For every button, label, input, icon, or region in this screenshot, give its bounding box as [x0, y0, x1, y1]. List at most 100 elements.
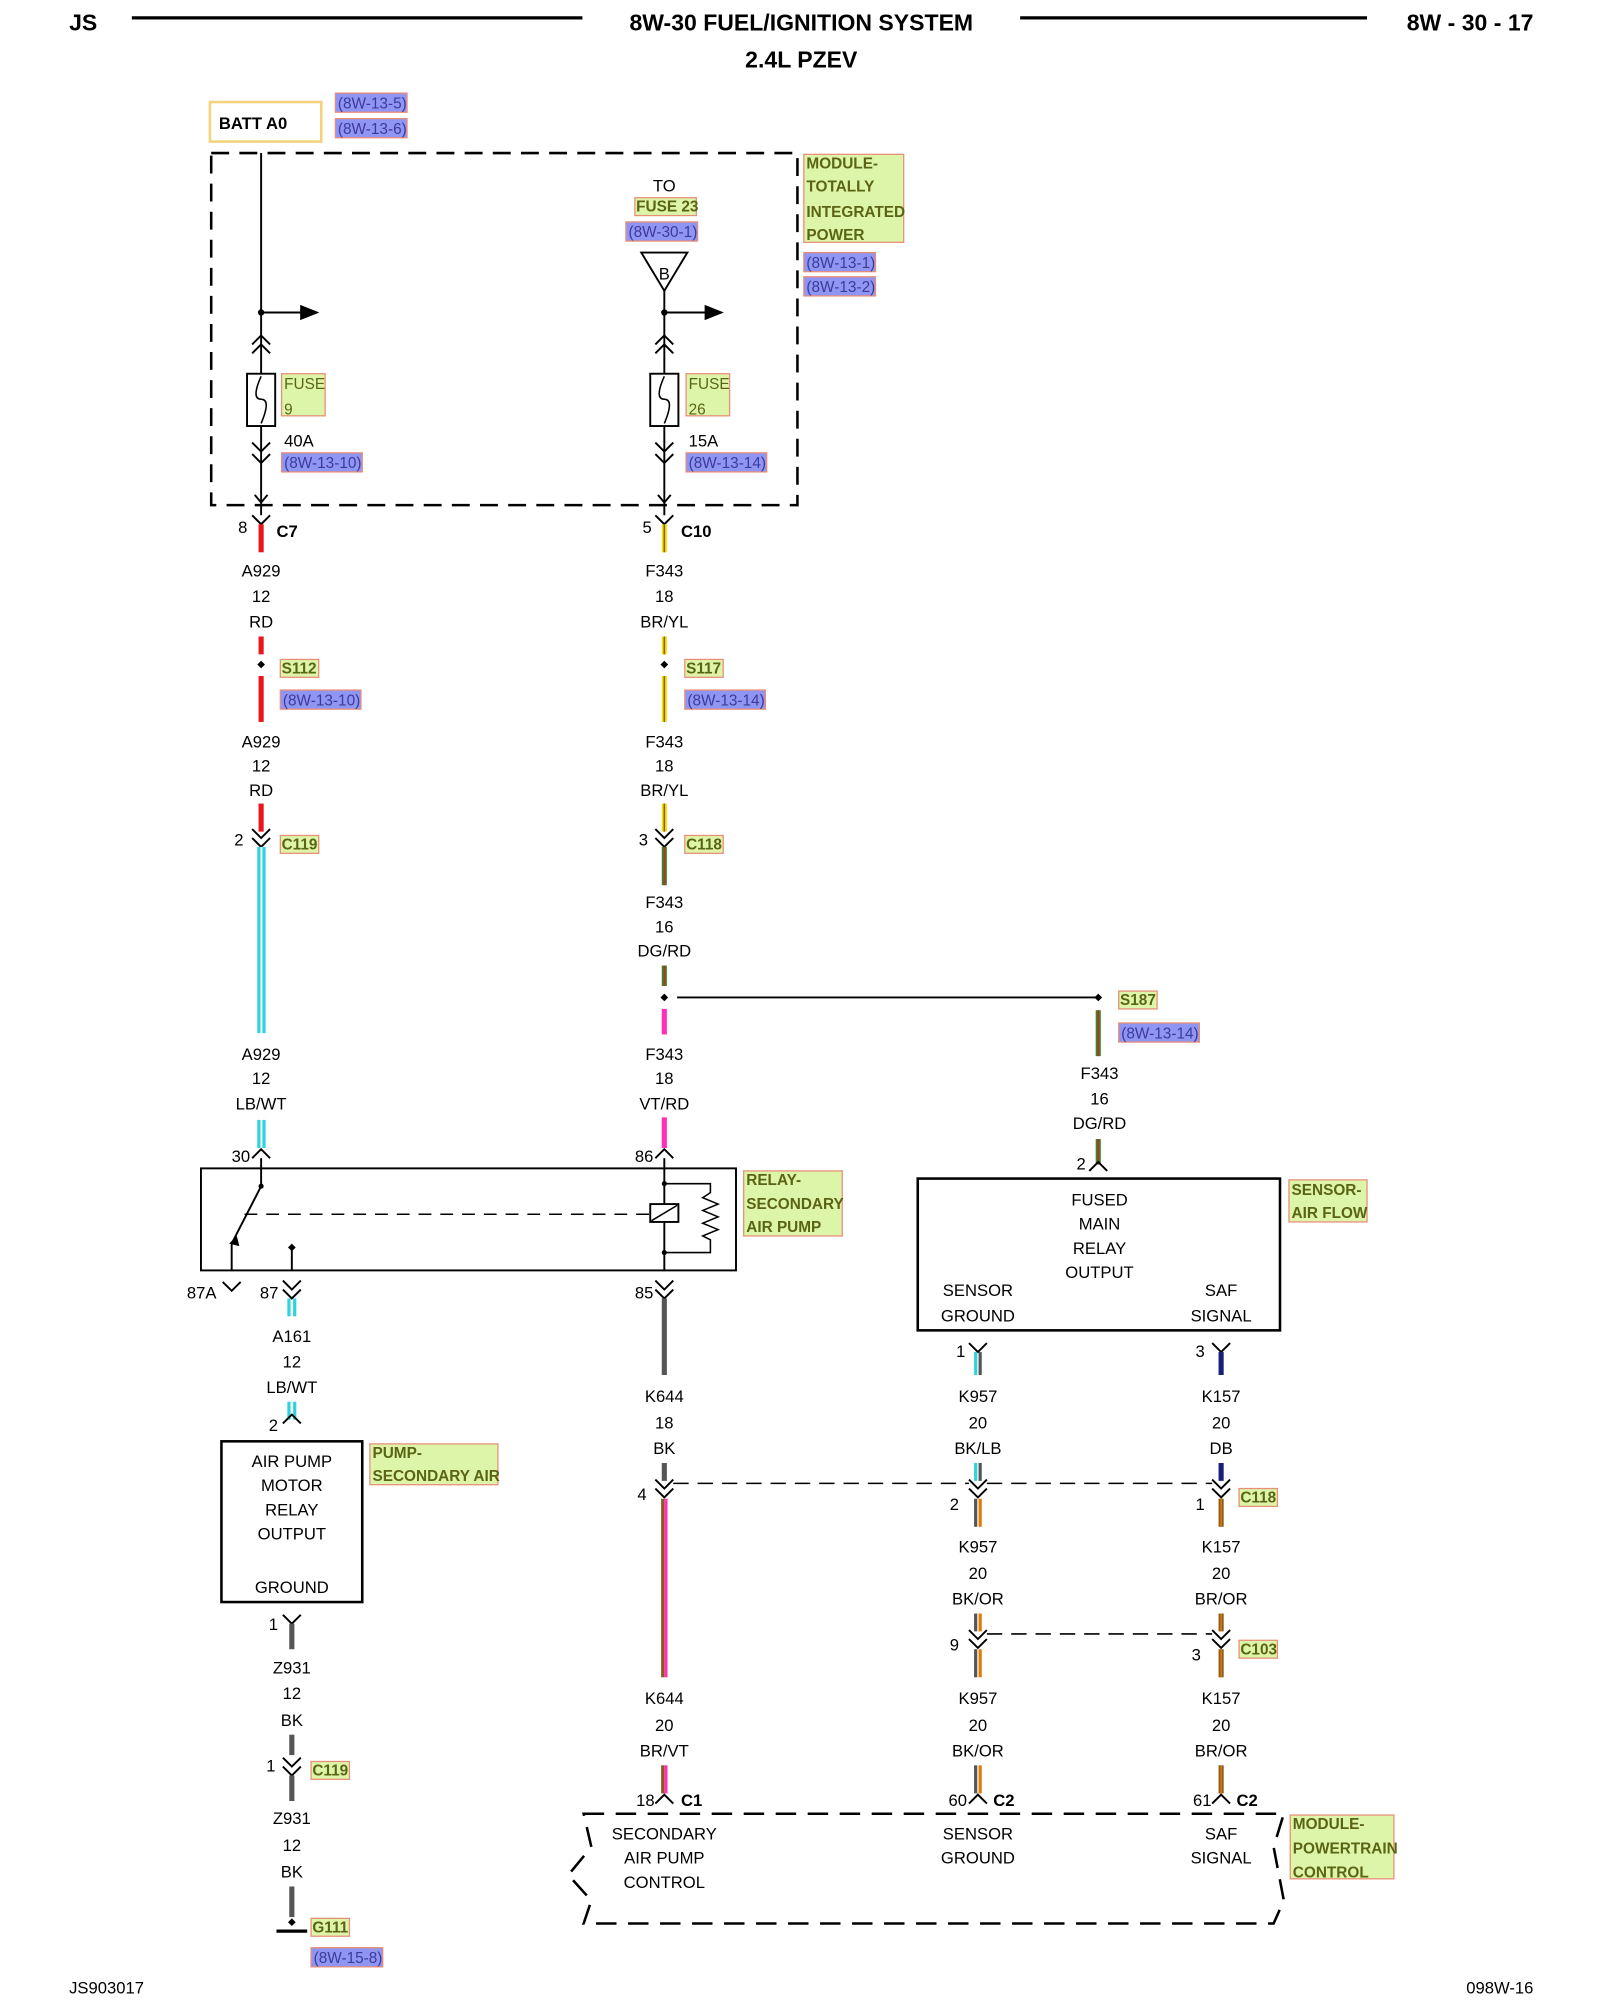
k644-1-circuit: K644 [645, 1387, 684, 1406]
saf-text-1: FUSED [1071, 1190, 1127, 1209]
c103-name: C103 [1240, 1641, 1277, 1658]
saf-label-1: SENSOR- [1292, 1182, 1362, 1199]
splice-s117 [660, 660, 669, 669]
k957-3-circuit: K957 [958, 1689, 997, 1708]
pcm-mid-2: GROUND [941, 1849, 1015, 1868]
connector-b-triangle [639, 251, 690, 293]
s187-ref[interactable]: (8W-13-14) [1121, 1025, 1198, 1042]
footer-left: JS903017 [69, 1979, 144, 1998]
tipm-label-2: TOTALLY [806, 178, 874, 195]
k157-1-circuit: K157 [1202, 1387, 1241, 1406]
f343-3-circuit: F343 [645, 893, 683, 912]
f343-3-color: DG/RD [638, 942, 692, 961]
connector-c119-b [282, 1756, 302, 1777]
pump-text-2: MOTOR [261, 1476, 323, 1495]
wire-a929-lbwt [257, 846, 261, 1034]
pump-label-2: SECONDARY AIR [372, 1468, 499, 1485]
pcm-label-1: MODULE- [1293, 1816, 1365, 1833]
tipm-ref-2[interactable]: (8W-13-2) [806, 279, 875, 296]
f343-4-color: VT/RD [639, 1095, 689, 1114]
tipm-ref-1[interactable]: (8W-13-1) [806, 255, 875, 272]
c118a-pin: 3 [639, 831, 648, 850]
k157-1-color: DB [1210, 1439, 1233, 1458]
page-subtitle: 2.4L PZEV [745, 47, 858, 73]
fuse9-name: FUSE [284, 376, 325, 393]
pcm-label-2: POWERTRAIN [1293, 1840, 1398, 1857]
tipm-label-3: INTEGRATED [806, 204, 905, 221]
connector-c103-k157 [1211, 1629, 1231, 1650]
batt-box [208, 100, 323, 143]
pump-secondary-air [220, 1440, 364, 1604]
a929-1-color: RD [249, 613, 273, 632]
saf-label-2: AIR FLOW [1292, 1205, 1368, 1222]
saf-pin-3: 3 [1196, 1342, 1205, 1361]
z931-1-gauge: 12 [283, 1684, 302, 1703]
pcm-c2a-pin: 60 [948, 1791, 967, 1810]
relay-pin-85: 85 [635, 1283, 654, 1302]
batt-ref-1[interactable]: (8W-13-5) [338, 95, 407, 112]
fuse26-number: 26 [689, 402, 706, 419]
pcm-c2b-name: C2 [1236, 1791, 1257, 1810]
pcm-label-3: CONTROL [1293, 1865, 1369, 1882]
s112-ref[interactable]: (8W-13-10) [283, 692, 360, 709]
k957-1-gauge: 20 [969, 1414, 988, 1433]
f343-1-color: BR/YL [640, 613, 688, 632]
c118b-pin-k157: 1 [1196, 1495, 1205, 1514]
s117-ref[interactable]: (8W-13-14) [687, 692, 764, 709]
k957-3-gauge: 20 [969, 1716, 988, 1735]
to-fuse-ref[interactable]: (8W-30-1) [628, 224, 697, 241]
pump-ground: GROUND [255, 1578, 329, 1597]
c119a-pin: 2 [234, 831, 243, 850]
z931-2-color: BK [281, 1863, 303, 1882]
relay-pin-87: 87 [260, 1283, 279, 1302]
fuse26-symbol [649, 372, 680, 427]
k957-1-color: BK/LB [954, 1439, 1001, 1458]
pcm-right-1: SAF [1205, 1824, 1237, 1843]
pcm-right-2: SIGNAL [1191, 1849, 1252, 1868]
batt-ref-2[interactable]: (8W-13-6) [338, 121, 407, 138]
saf-text-2: MAIN [1079, 1215, 1121, 1234]
to-label: TO [653, 176, 676, 195]
f343-1-circuit: F343 [645, 562, 683, 581]
f343-5-gauge: 16 [1090, 1090, 1109, 1109]
g111-ref[interactable]: (8W-15-8) [314, 1950, 383, 1967]
fuse9-ref[interactable]: (8W-13-10) [284, 455, 361, 472]
fuse9-number: 9 [284, 402, 293, 419]
k157-3-circuit: K157 [1202, 1689, 1241, 1708]
connector-b-label: B [659, 264, 670, 283]
pump-pin-1: 1 [269, 1615, 278, 1634]
s117-name: S117 [686, 660, 721, 677]
pcm-left-3: CONTROL [624, 1873, 705, 1892]
k957-3-color: BK/OR [952, 1741, 1004, 1760]
connector-c119-a [251, 828, 271, 849]
k644-1-gauge: 18 [655, 1414, 674, 1433]
pcm-c1-name: C1 [681, 1791, 702, 1810]
k157-1-gauge: 20 [1212, 1414, 1231, 1433]
f343-2-gauge: 18 [655, 757, 674, 776]
tipm-module-boundary [209, 151, 799, 507]
a929-3-color: LB/WT [236, 1095, 287, 1114]
k957-2-gauge: 20 [969, 1564, 988, 1583]
c103-pin-k157: 3 [1192, 1646, 1201, 1665]
pump-text-1: AIR PUMP [252, 1452, 332, 1471]
pump-text-3: RELAY [265, 1500, 318, 1519]
header-left: JS [69, 10, 97, 36]
a161-circuit: A161 [272, 1327, 311, 1346]
k157-2-color: BR/OR [1195, 1590, 1248, 1609]
relay-pin-87a: 87A [187, 1283, 218, 1302]
k157-3-color: BR/OR [1195, 1741, 1248, 1760]
k957-1-circuit: K957 [958, 1387, 997, 1406]
a929-1-circuit: A929 [242, 562, 281, 581]
pcm-c1-pin: 18 [636, 1791, 655, 1810]
saf-pin-2: 2 [1076, 1155, 1085, 1174]
batt-label: BATT A0 [219, 114, 287, 133]
c119b-pin: 1 [266, 1757, 275, 1776]
c119b-name: C119 [312, 1763, 348, 1780]
z931-2-gauge: 12 [283, 1836, 302, 1855]
f343-5-circuit: F343 [1081, 1064, 1119, 1083]
z931-1-circuit: Z931 [273, 1658, 311, 1677]
fuse26-amps: 15A [689, 431, 720, 450]
fuse26-ref[interactable]: (8W-13-14) [689, 455, 766, 472]
k157-2-circuit: K157 [1202, 1537, 1241, 1556]
